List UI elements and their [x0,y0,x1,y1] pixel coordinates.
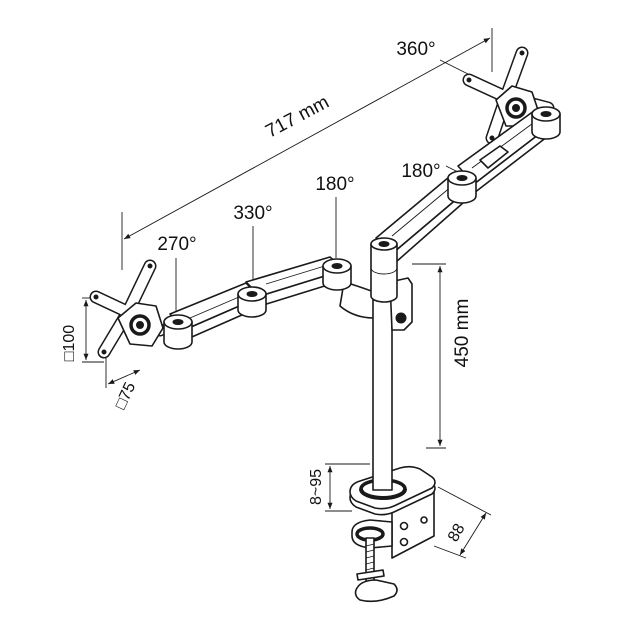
left-vesa-plate [89,259,167,359]
label-rotation-left-head: 270° [157,234,196,255]
clamp-hole [420,516,428,524]
right-vesa-hole [489,135,495,141]
right-arm-outer [447,106,561,204]
label-clamp-thickness: 8~95 [308,469,325,505]
label-rotation-right-elbow: 180° [401,161,440,182]
left-arm-inner-groove [265,264,329,285]
pole-clamp-bolt [395,312,407,324]
left-vesa-hole [93,294,99,300]
label-rotation-top-plate: 360° [396,39,435,60]
label-rotation-center-joint: 180° [315,174,354,195]
left-shoulder-joint-pin [331,263,343,269]
clamp-hole [399,521,409,531]
left-arm-outer-groove [189,293,247,319]
label-pole-height: 450 mm [452,299,473,368]
pole-top-joint-pin [378,241,390,247]
clamp-hole [399,537,409,547]
pole-collar-front [359,488,407,500]
pole-tube [372,289,393,491]
label-rotation-left-elbow: 330° [233,203,272,224]
depth-dimension-line [459,512,487,556]
depth-extension-front [433,545,467,559]
right-head-joint-pin [540,111,552,117]
right-vesa-plate [462,46,555,145]
left-tilt-head [117,302,164,347]
label-vesa-75: □75 [112,380,139,412]
right-arm [370,171,473,303]
right-arm-bracket [479,145,509,169]
left-vesa-hole [147,263,153,269]
left-tilt-knob-center [136,321,144,329]
left-vesa-plate-face [91,261,165,357]
depth-extension-back [437,486,492,516]
leader-360 [439,59,469,75]
right-vesa-plate-face [464,48,553,143]
right-vesa-hole [466,77,472,83]
span-dimension-line [123,37,491,240]
left-head-joint-pin [172,319,184,325]
label-clamp-depth: 88 [445,521,469,545]
clamp-screw-handle [356,569,385,581]
left-arm [163,256,375,350]
right-arm-inner-groove [391,180,459,237]
pole-top-joint-body [370,243,398,303]
label-vesa-100: □100 [61,325,78,361]
clamp-screw-thread [365,543,375,571]
left-elbow-joint-pin [246,291,258,297]
label-arm-span: 717 mm [262,92,332,143]
right-tilt-knob-center [512,104,520,112]
clamp-pressure-pad [354,579,398,603]
pole-top-joint-band [370,267,398,275]
right-vesa-hole [519,50,525,56]
left-vesa-hole [101,349,107,355]
vesa75-dimension-line [107,369,141,385]
right-elbow-joint-pin [456,175,468,181]
